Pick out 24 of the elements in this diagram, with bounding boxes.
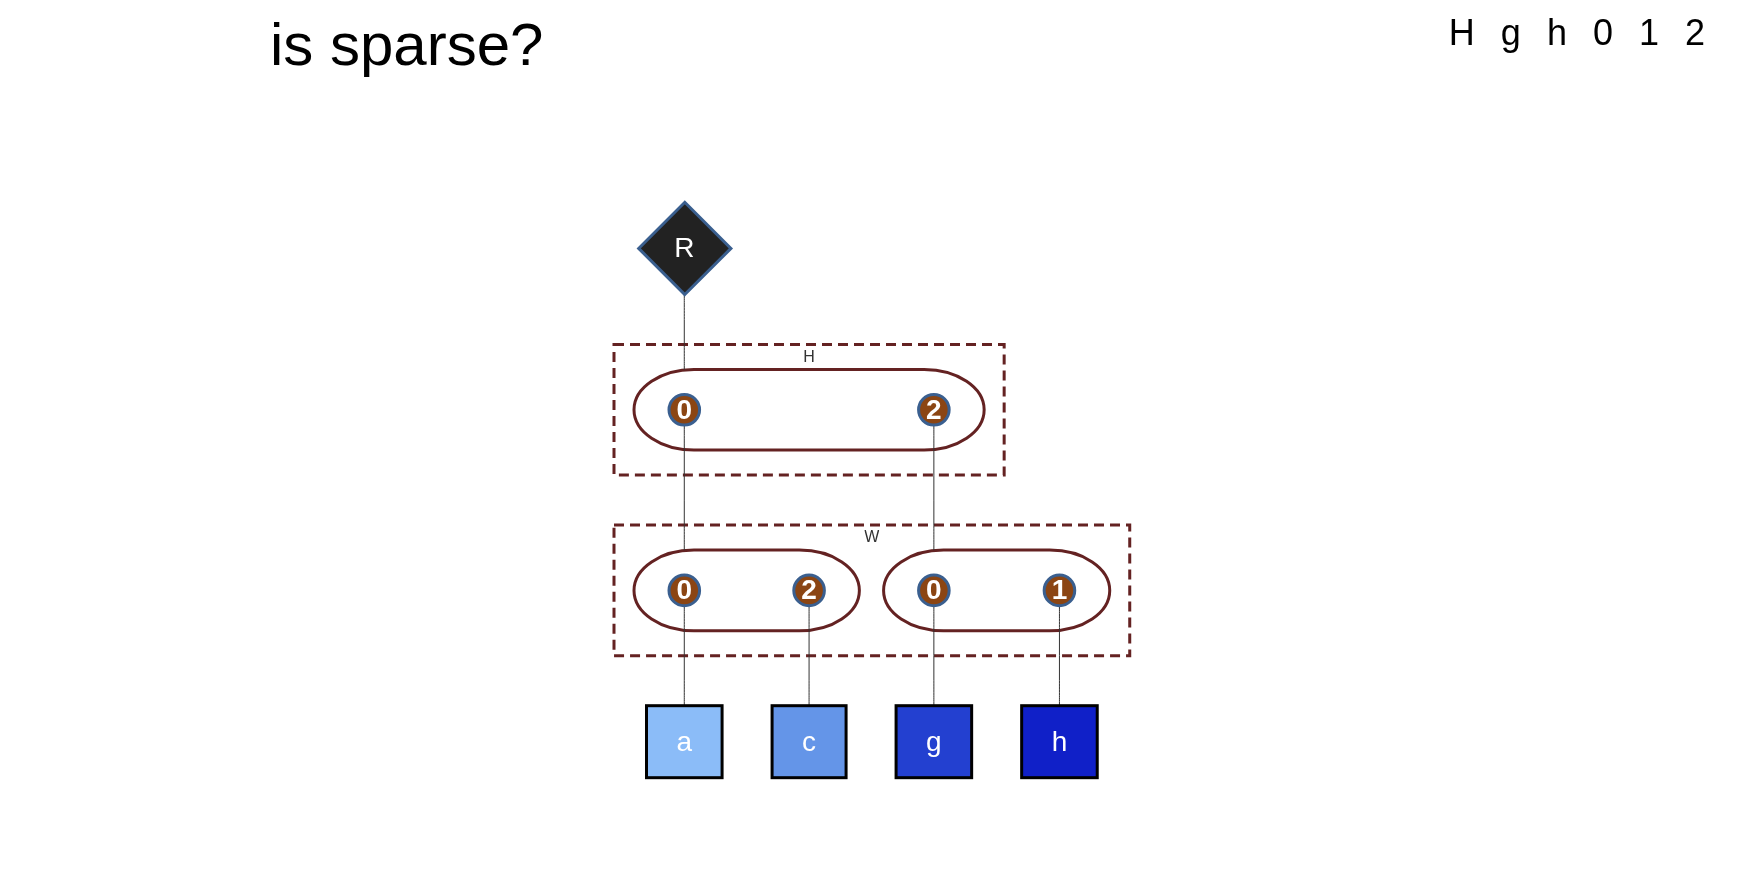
- node-box: h: [1019, 704, 1099, 780]
- node-circle: 1: [1042, 573, 1076, 608]
- node-circle: 0: [667, 573, 701, 608]
- diagram-title: is sparse?: [270, 10, 544, 79]
- array-label: g: [1499, 11, 1522, 55]
- array-label: 1: [1637, 11, 1660, 55]
- array-label: 0: [1591, 11, 1614, 55]
- node-diamond: R: [636, 200, 733, 297]
- cluster: [632, 548, 861, 633]
- node-box: g: [894, 704, 973, 780]
- node-circle: 2: [916, 393, 951, 427]
- connector: [933, 424, 934, 551]
- connector: [683, 424, 685, 551]
- cluster: [881, 548, 1111, 633]
- array-label: 2: [1683, 11, 1706, 55]
- connector: [683, 294, 685, 371]
- array-label: h: [1545, 11, 1568, 55]
- node-circle: 0: [667, 393, 701, 427]
- node-box: c: [770, 704, 848, 780]
- node-box: a: [644, 704, 724, 780]
- node-circle: 2: [791, 573, 826, 608]
- cluster: [632, 368, 986, 452]
- node-circle: 0: [916, 573, 951, 608]
- array-label: H: [1447, 11, 1476, 55]
